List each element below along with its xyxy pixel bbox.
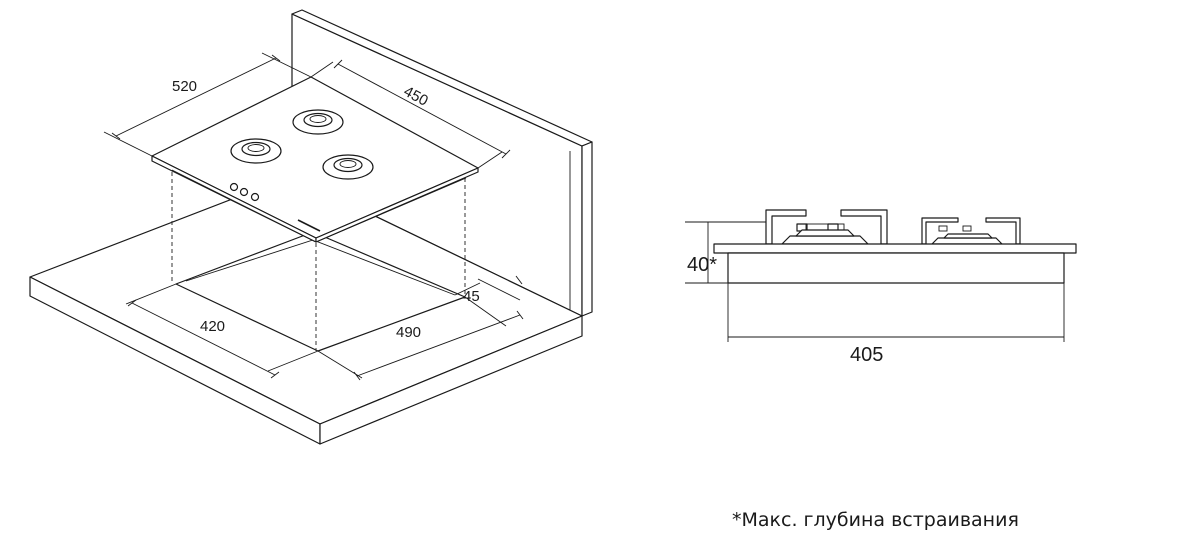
countertop xyxy=(29,175,583,445)
footnote: *Макс. глубина встраивания xyxy=(732,509,1019,531)
pan-support-left xyxy=(765,209,888,245)
hob-body xyxy=(727,252,1065,284)
dim-520-label: 520 xyxy=(172,78,197,95)
projection-lines xyxy=(171,172,466,351)
dim-45-label: 45 xyxy=(463,288,480,305)
dim-length-label: 405 xyxy=(850,344,883,366)
dim-length: 405 xyxy=(727,283,1065,366)
dim-420-label: 420 xyxy=(200,318,225,335)
burner-left xyxy=(230,138,282,164)
dim-490-label: 490 xyxy=(396,324,421,341)
side-view: 40* 405 xyxy=(685,209,1077,366)
dim-520: 520 xyxy=(103,52,312,157)
dim-420: 420 xyxy=(125,283,319,379)
burner-right xyxy=(322,154,374,180)
brand-mark xyxy=(297,219,321,232)
dim-height-label: 40* xyxy=(687,254,717,276)
burner-rear xyxy=(292,109,344,135)
hob-panel xyxy=(151,76,479,243)
pan-support-right xyxy=(921,217,1021,245)
hob-top-plate xyxy=(713,243,1077,254)
dim-45: 45 xyxy=(454,275,523,305)
dim-height: 40* xyxy=(685,221,766,284)
control-knobs xyxy=(229,182,260,202)
dim-490: 490 xyxy=(317,296,524,381)
isometric-view: 520 450 420 490 xyxy=(29,9,593,445)
